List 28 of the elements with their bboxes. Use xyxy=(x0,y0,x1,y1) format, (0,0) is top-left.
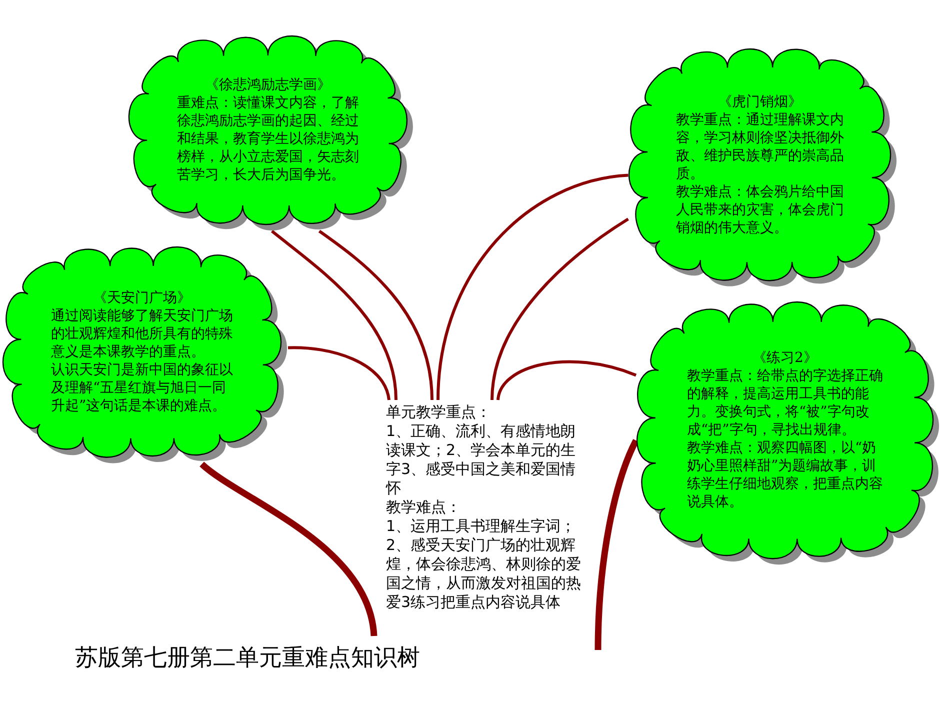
cloud-bubble xyxy=(128,34,414,232)
key-points: 1、运用工具书理解生字词；2、感受天安门广场的壮观辉煌，体会徐悲鸿、林则徐的爱国之情，从而激发对祖国的热爱3练习把重点内容说具体 xyxy=(386,517,582,612)
branch-line xyxy=(496,360,636,400)
lesson-note: 教学重点：给带点的字选择正确的解释，提高运用工具书的能力。变换句式，将“被”字句改成“把”字句，寻找出规律。 xyxy=(686,366,883,439)
branch-line xyxy=(270,230,398,400)
key-points: 1、正确、流利、有感情地朗读课文；2、学会本单元的生字3、感受中国之美和爱国情怀 xyxy=(386,422,577,498)
branch-line xyxy=(490,218,630,400)
lesson-note: 教学难点：观察四幅图，以“奶奶心里照样甜”为题编故事，训练学生仔细地观察，把重点内容说具体。 xyxy=(686,438,883,511)
trunk-line xyxy=(594,439,639,650)
branch-line xyxy=(318,230,434,400)
lesson-note: 通过阅读能够了解天安门广场的壮观辉煌和他所具有的特殊意义是本课教学的重点。 xyxy=(50,306,233,361)
lesson-title: 《虎门销烟》 xyxy=(716,92,803,111)
lesson-note: 教学重点：通过理解课文内容，学习林则徐坚决抵御外敌、维护民族尊严的崇高品质。 xyxy=(676,110,844,183)
lesson-note: 认识天安门是新中国的象征以及理解“五星红旗与旭日一同升起”这句话是本课的难点。 xyxy=(50,360,233,415)
cloud-bubble xyxy=(636,300,940,566)
lesson-title: 《天安门广场》 xyxy=(92,288,192,307)
diagram-title: 苏版第七册第二单元重难点知识树 xyxy=(75,644,420,672)
lesson-title: 《练习2》 xyxy=(752,348,818,367)
section-heading: 教学难点： xyxy=(386,498,462,517)
lesson-title: 《徐悲鸿励志学画》 xyxy=(204,76,332,94)
branch-line xyxy=(436,174,628,400)
cloud-bubble xyxy=(2,246,288,464)
branch-line xyxy=(288,346,390,400)
section-heading: 单元教学重点： xyxy=(386,403,492,422)
lesson-note: 重难点：读懂课文内容，了解徐悲鸿励志学画的起因、经过和结果，教育学生以徐悲鸿为榜样，从小立志爱国，矢志刻苦学习，长大后为国争光。 xyxy=(176,94,359,184)
cloud-bubble xyxy=(628,48,898,288)
lesson-note: 教学难点：体会鸦片给中国人民带来的灾害，体会虎门销烟的伟大意义。 xyxy=(676,182,844,237)
trunk-line xyxy=(200,462,378,637)
